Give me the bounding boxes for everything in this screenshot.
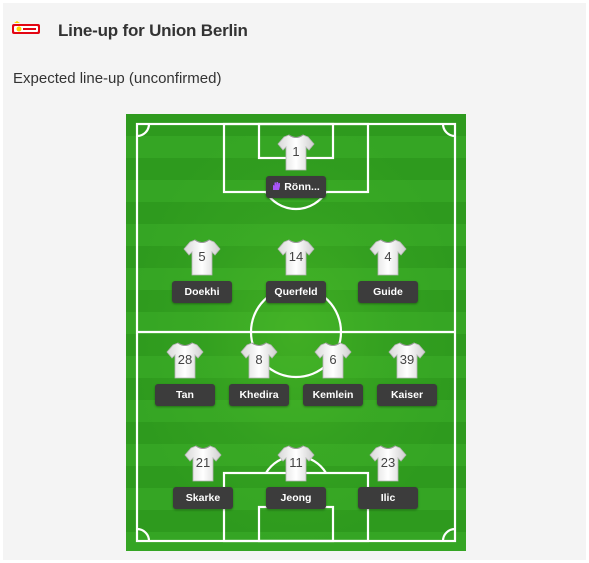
player-goalkeeper[interactable]: 1 Rönn... [258,132,334,202]
lineup-header: Line-up for Union Berlin [3,13,586,51]
player-name: Querfeld [266,281,326,303]
player-defender[interactable]: 4 Guide [350,237,426,307]
player-number: 4 [384,249,392,264]
player-number: 14 [288,249,304,264]
lineup-status-text: Expected line-up (unconfirmed) [13,70,222,87]
player-midfielder[interactable]: 8 Khedira [221,340,297,410]
player-defender[interactable]: 14 Querfeld [258,237,334,307]
player-number: 28 [177,352,193,367]
player-name: Khedira [229,384,289,406]
player-number: 8 [255,352,263,367]
player-defender[interactable]: 5 Doekhi [164,237,240,307]
player-name: Ilic [358,487,418,509]
player-name: Guide [358,281,418,303]
player-number: 23 [380,455,396,470]
player-midfielder[interactable]: 39 Kaiser [369,340,445,410]
player-name: Jeong [266,487,326,509]
player-number: 11 [289,455,303,470]
club-logo-icon [12,21,40,34]
player-forward[interactable]: 21 Skarke [165,443,241,513]
player-name: Skarke [173,487,233,509]
player-name-tag: Rönn... [266,176,326,198]
goalkeeper-glove-icon [273,182,281,190]
player-name: Kaiser [377,384,437,406]
page-title: Line-up for Union Berlin [58,21,248,40]
player-name: Tan [155,384,215,406]
player-forward[interactable]: 23 Ilic [350,443,426,513]
player-name: Rönn... [284,181,320,193]
player-midfielder[interactable]: 28 Tan [147,340,223,410]
player-name: Doekhi [172,281,232,303]
player-number: 5 [198,249,206,264]
player-number: 6 [329,352,337,367]
player-forward[interactable]: 11 Jeong [258,443,334,513]
football-pitch: 1 Rönn... 5 Doekhi 14 Querfeld 4 Guide 2… [126,114,466,551]
player-number: 1 [292,144,300,159]
player-number: 21 [195,455,211,470]
player-number: 39 [399,352,415,367]
player-name: Kemlein [303,384,363,406]
player-midfielder[interactable]: 6 Kemlein [295,340,371,410]
